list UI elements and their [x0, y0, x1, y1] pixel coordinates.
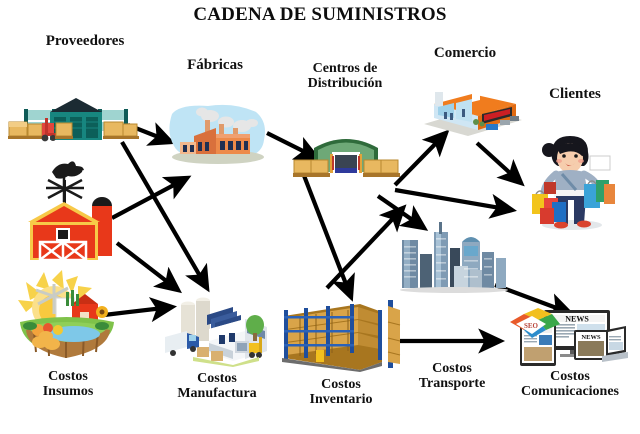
- silos: [181, 297, 210, 341]
- distribution-warehouse-icon: [293, 139, 400, 177]
- factory-icon: [169, 104, 265, 164]
- label-proveedores: Proveedores: [45, 33, 125, 49]
- label-costos-insumos: Costos Insumos: [42, 369, 94, 399]
- node-city-skyline: [398, 222, 510, 294]
- warehouse-icon: [8, 98, 139, 142]
- node-farm-barn: [18, 158, 124, 270]
- page-title: CADENA DE SUMINISTROS: [193, 4, 447, 25]
- node-manufacturing-plant: [163, 285, 273, 367]
- arrow-factory-to-inventory: [301, 172, 355, 302]
- node-customer: [518, 132, 622, 230]
- label-costos-manufactura: Costos Manufactura: [177, 371, 257, 401]
- svg-text:SEO: SEO: [524, 322, 539, 330]
- label-costos-inventario: Costos Inventario: [309, 377, 373, 407]
- arrow-dc-to-mall: [393, 129, 450, 187]
- forklift-icon: [41, 118, 57, 142]
- warehouse-racks-icon: [282, 300, 401, 372]
- tree: [246, 315, 264, 341]
- arrow-mall-to-customer: [475, 141, 525, 187]
- pallet-stack-left: [8, 121, 43, 139]
- standing-rack-right: [387, 300, 401, 368]
- node-retail-mall: [420, 78, 526, 140]
- label-centros-distribucion: Centros de Distribución: [307, 61, 383, 91]
- shopping-mall-icon: [424, 88, 522, 136]
- arrow-barn-to-plant: [115, 241, 182, 294]
- arrow-inventory-to-mall: [325, 204, 407, 290]
- node-produce-basket: [14, 268, 118, 366]
- node-factory: [164, 100, 276, 170]
- label-costos-comunicaciones: Costos Comunicaciones: [521, 369, 619, 399]
- arrow-inventory-to-customer: [394, 187, 517, 219]
- barn-icon: [28, 161, 112, 262]
- svg-text:NEWS: NEWS: [565, 315, 589, 324]
- node-inventory-racks: [282, 300, 402, 372]
- label-costos-transporte: Costos Transporte: [418, 361, 486, 391]
- city-skyline-icon: [400, 222, 508, 293]
- label-fabricas: Fábricas: [187, 57, 243, 73]
- pallet-stack-mid: [55, 122, 73, 139]
- boxes: [197, 347, 223, 361]
- shopping-bags: [532, 180, 615, 224]
- industrial-plant-icon: [165, 297, 267, 367]
- pallet-stack-right: [103, 121, 139, 139]
- label-comercio: Comercio: [433, 45, 497, 61]
- node-warehouse-supplier: [6, 92, 146, 152]
- svg-text:NEWS: NEWS: [581, 334, 601, 341]
- seo-badge-icon: SEO: [510, 308, 560, 338]
- news-devices-icon: NEWS NEWS: [510, 308, 628, 366]
- weather-vane-icon: [46, 161, 84, 222]
- forklift-right: [249, 337, 262, 358]
- label-clientes: Clientes: [549, 86, 601, 102]
- truck-left: [165, 331, 199, 356]
- node-distribution-center: [292, 130, 400, 186]
- node-media-devices: NEWS NEWS: [502, 308, 628, 370]
- farm-basket-icon: [18, 270, 114, 358]
- shopper-woman-icon: [532, 136, 615, 230]
